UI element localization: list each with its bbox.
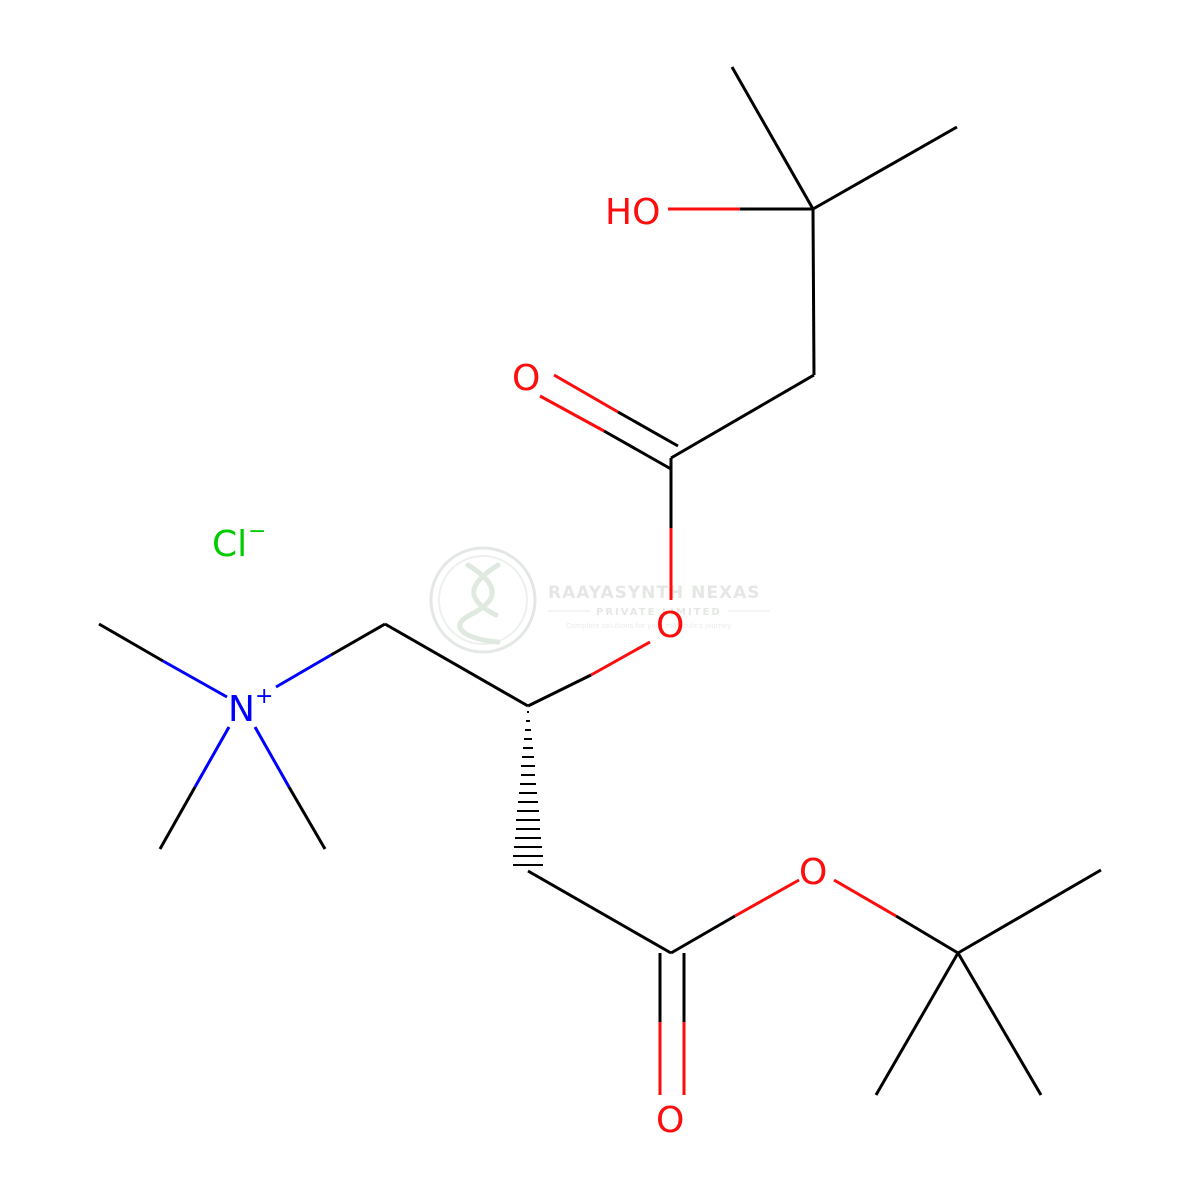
bond-lower-carbonyl-o-black: [670, 914, 736, 955]
bond-n-methyl-down-right-blue: [253, 726, 291, 788]
bond-tbutyl-methyl-down-left: [874, 952, 960, 1096]
bond-tbutyl-methyl-down-right: [956, 952, 1043, 1096]
chloride-charge: −: [248, 519, 266, 544]
watermark-logo-inner: [438, 555, 528, 645]
watermark-tagline: Complete solutions for your molecule's j…: [566, 622, 731, 630]
bond-carbonyl-top-a-black: [617, 410, 679, 448]
bond-ch2-n-blue: [275, 653, 332, 689]
bond-chiral-ch2: [384, 622, 529, 708]
bond-ch2-n-black: [330, 622, 386, 657]
watermark-dna-icon: [457, 562, 501, 645]
watermark-title: RAAYASYNTH NEXAS: [548, 583, 761, 603]
atom-labels: HO O O O O N + Cl −: [212, 192, 827, 1141]
watermark-logo-circle: [429, 546, 537, 654]
bond-lower-carbonyl-o-red: [734, 878, 800, 918]
bond-carbonyl-top-b-red: [539, 394, 605, 433]
bond-o-tbutyl-red: [833, 878, 897, 918]
bond-carbonyl-top-b-black: [603, 429, 672, 471]
bond-n-methyl-down-left-black: [158, 786, 197, 850]
bond-o-tbutyl-black: [895, 914, 959, 955]
watermark-subtitle: PRIVATE LIMITED: [596, 607, 722, 618]
bond-ch2-carbonyl: [670, 373, 815, 460]
atom-label-hydroxyl: HO: [605, 192, 660, 233]
bond-hashed-wedge: [513, 711, 543, 866]
bond-carbonyl-top-a-red: [553, 373, 619, 414]
bond-n-methyl-down-left-blue: [193, 726, 231, 788]
bond-ch2-lower-carbonyl: [527, 869, 672, 955]
bond-methyl-top-right: [812, 125, 958, 211]
atom-label-carbonyl-oxygen-bottom: O: [656, 1100, 684, 1141]
atom-label-carbonyl-oxygen-top: O: [512, 358, 540, 399]
nitrogen-charge: +: [255, 684, 273, 709]
watermark: RAAYASYNTH NEXAS PRIVATE LIMITED Complet…: [429, 546, 770, 654]
bond-ester-o-chiral-black: [527, 673, 592, 708]
bonds: [98, 66, 1102, 1096]
bond-n-methyl-left-blue: [162, 659, 228, 699]
bond-ester-o-chiral-red: [590, 640, 651, 677]
atom-label-ester-oxygen-low: O: [799, 852, 827, 893]
bond-c-ch2: [811, 208, 816, 376]
bond-methyl-top-left: [730, 66, 815, 210]
atom-label-ester-oxygen-mid: O: [656, 605, 684, 646]
bond-tbutyl-methyl-right: [957, 868, 1102, 955]
atom-label-nitrogen: N: [228, 689, 255, 730]
atom-label-chloride: Cl: [212, 524, 247, 565]
bond-n-methyl-down-right-black: [287, 786, 327, 850]
bond-n-methyl-left-black: [98, 622, 164, 663]
